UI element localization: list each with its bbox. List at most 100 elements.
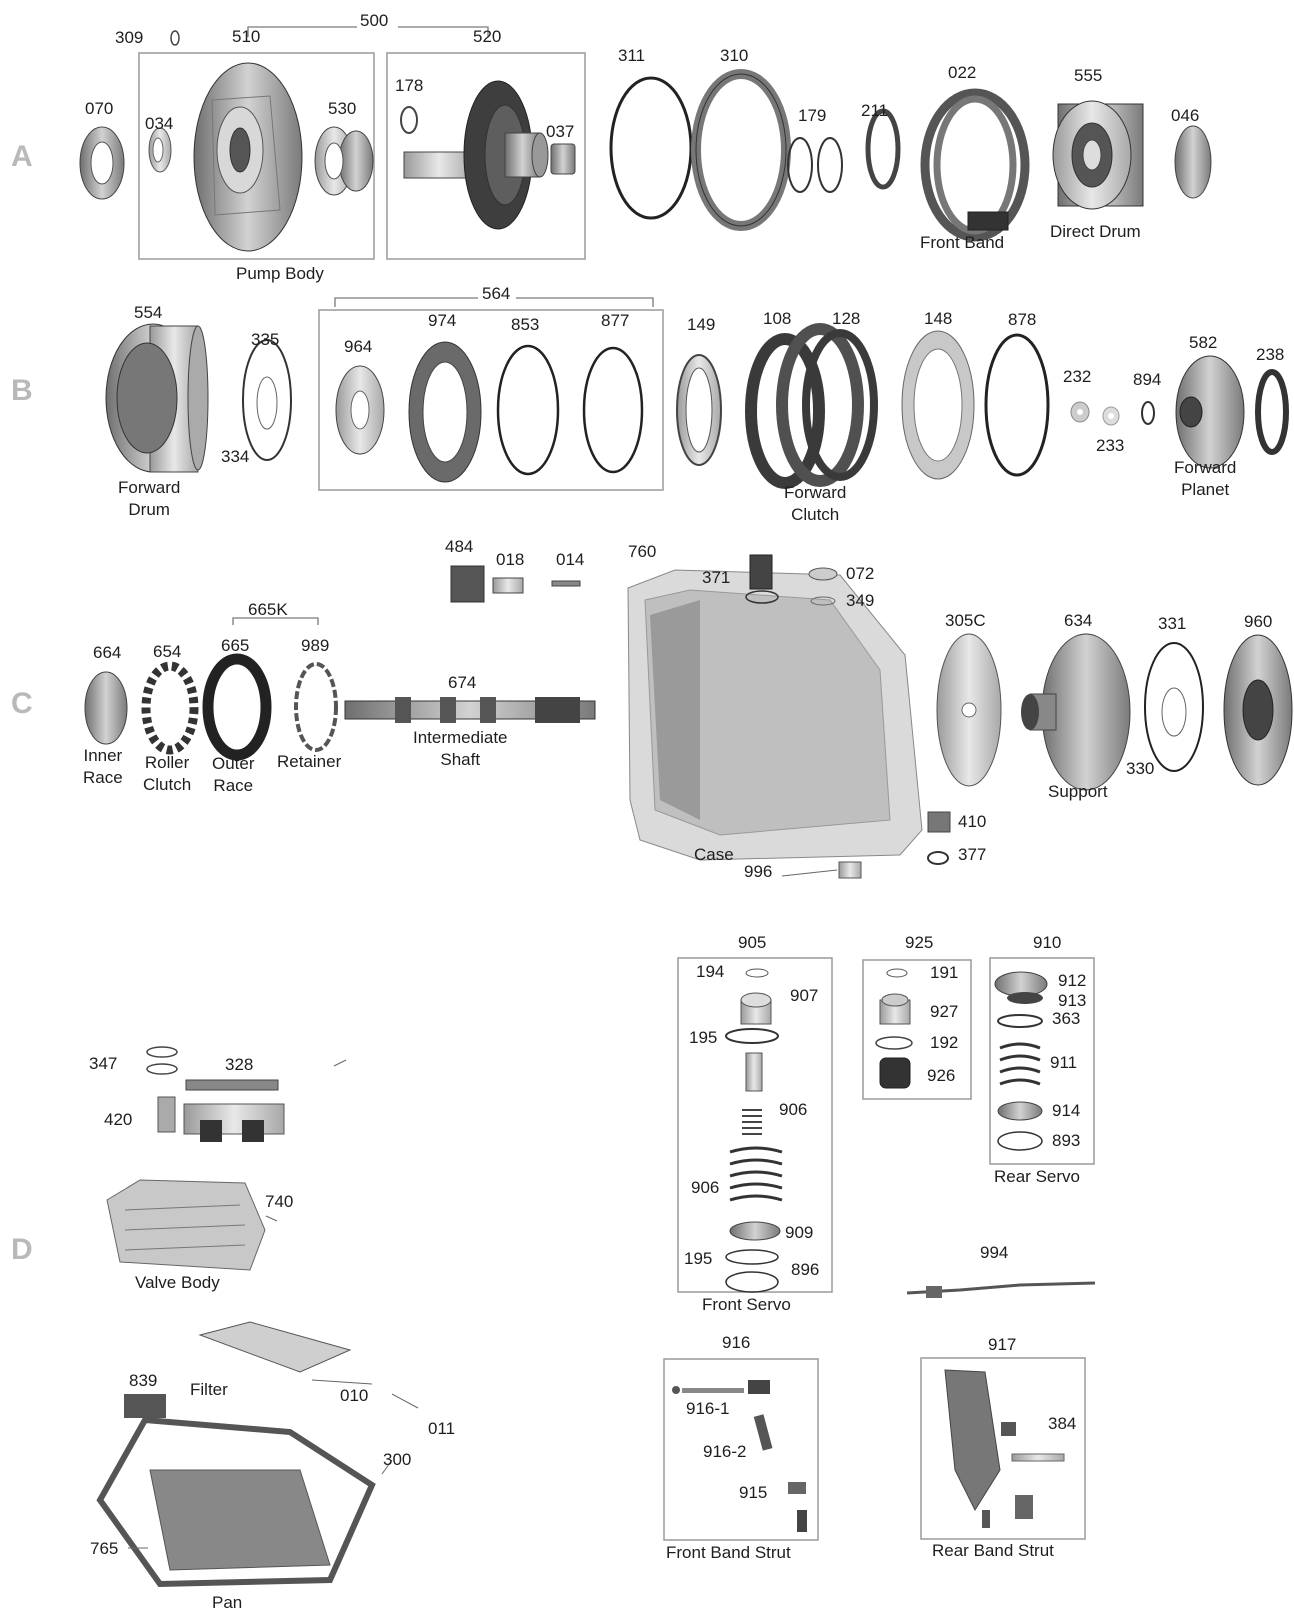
part-label: 420 bbox=[104, 1111, 132, 1129]
part-label: 917 bbox=[988, 1336, 1016, 1354]
part-label: 554 bbox=[134, 304, 162, 322]
part-label: 334 bbox=[221, 448, 249, 466]
part-label: 149 bbox=[687, 316, 715, 334]
part-label: 665K bbox=[248, 601, 288, 619]
caption-valve-body: Valve Body bbox=[135, 1272, 220, 1294]
part-label: 996 bbox=[744, 863, 772, 881]
part-label: 330 bbox=[1126, 760, 1154, 778]
part-label: 384 bbox=[1048, 1415, 1076, 1433]
part-label: 740 bbox=[265, 1193, 293, 1211]
caption-roller-clutch: Roller Clutch bbox=[143, 752, 191, 796]
part-label: 530 bbox=[328, 100, 356, 118]
part-label: 238 bbox=[1256, 346, 1284, 364]
part-label: 371 bbox=[702, 569, 730, 587]
struts-and-linkage bbox=[672, 1283, 1095, 1532]
valve-body-and-pan bbox=[100, 1047, 372, 1584]
part-label: 665 bbox=[221, 637, 249, 655]
row-a-parts bbox=[80, 31, 1211, 251]
caption-rear-band-strut: Rear Band Strut bbox=[932, 1540, 1054, 1562]
part-label: 964 bbox=[344, 338, 372, 356]
caption-intermediate-shaft: Intermediate Shaft bbox=[413, 727, 508, 771]
part-label: 674 bbox=[448, 674, 476, 692]
part-label: 912 bbox=[1058, 972, 1086, 990]
part-label: 037 bbox=[546, 123, 574, 141]
part-label: 328 bbox=[225, 1056, 253, 1074]
part-label: 853 bbox=[511, 316, 539, 334]
caption-pump-body: Pump Body bbox=[236, 263, 324, 285]
caption-forward-drum: Forward Drum bbox=[118, 477, 180, 521]
part-label: 906 bbox=[691, 1179, 719, 1197]
part-label: 916-1 bbox=[686, 1400, 729, 1418]
part-label: 484 bbox=[445, 538, 473, 556]
part-label: 195 bbox=[684, 1250, 712, 1268]
part-label: 195 bbox=[689, 1029, 717, 1047]
part-label: 363 bbox=[1052, 1010, 1080, 1028]
part-label: 634 bbox=[1064, 612, 1092, 630]
part-label: 974 bbox=[428, 312, 456, 330]
row-letter-b: B bbox=[11, 374, 33, 408]
part-label: 894 bbox=[1133, 371, 1161, 389]
part-label: 664 bbox=[93, 644, 121, 662]
part-label: 070 bbox=[85, 100, 113, 118]
part-label: 014 bbox=[556, 551, 584, 569]
part-label: 179 bbox=[798, 107, 826, 125]
caption-front-band-strut: Front Band Strut bbox=[666, 1542, 791, 1564]
part-label: 877 bbox=[601, 312, 629, 330]
caption-support: Support bbox=[1048, 781, 1108, 803]
part-label: 309 bbox=[115, 29, 143, 47]
part-label: 148 bbox=[924, 310, 952, 328]
part-label: 192 bbox=[930, 1034, 958, 1052]
part-label: 914 bbox=[1052, 1102, 1080, 1120]
part-label: 128 bbox=[832, 310, 860, 328]
part-label: 335 bbox=[251, 331, 279, 349]
part-label: 909 bbox=[785, 1224, 813, 1242]
part-label: 377 bbox=[958, 846, 986, 864]
row-b-parts bbox=[106, 324, 1286, 483]
rear-band-strut-box bbox=[921, 1358, 1085, 1539]
row-letter-d: D bbox=[11, 1233, 33, 1267]
part-label: 896 bbox=[791, 1261, 819, 1279]
part-label: 191 bbox=[930, 964, 958, 982]
part-label: 910 bbox=[1033, 934, 1061, 952]
part-label: 331 bbox=[1158, 615, 1186, 633]
part-label: 760 bbox=[628, 543, 656, 561]
part-label: 034 bbox=[145, 115, 173, 133]
part-label: 233 bbox=[1096, 437, 1124, 455]
part-label: 765 bbox=[90, 1540, 118, 1558]
part-label: 347 bbox=[89, 1055, 117, 1073]
part-label: 410 bbox=[958, 813, 986, 831]
caption-rear-servo: Rear Servo bbox=[994, 1166, 1080, 1188]
part-label: 108 bbox=[763, 310, 791, 328]
part-label: 994 bbox=[980, 1244, 1008, 1262]
part-label: 232 bbox=[1063, 368, 1091, 386]
part-label: 654 bbox=[153, 643, 181, 661]
part-label: 194 bbox=[696, 963, 724, 981]
part-label: 906 bbox=[779, 1101, 807, 1119]
part-label: 916-2 bbox=[703, 1443, 746, 1461]
part-label: 564 bbox=[482, 285, 510, 303]
part-label: 018 bbox=[496, 551, 524, 569]
part-label: 878 bbox=[1008, 311, 1036, 329]
caption-forward-clutch: Forward Clutch bbox=[784, 482, 846, 526]
part-label: 839 bbox=[129, 1372, 157, 1390]
part-label: 913 bbox=[1058, 992, 1086, 1010]
part-label: 010 bbox=[340, 1387, 368, 1405]
part-label: 305C bbox=[945, 612, 986, 630]
part-label: 911 bbox=[1050, 1054, 1077, 1072]
part-label: 989 bbox=[301, 637, 329, 655]
part-label: 925 bbox=[905, 934, 933, 952]
part-label: 310 bbox=[720, 47, 748, 65]
part-label: 927 bbox=[930, 1003, 958, 1021]
caption-outer-race: Outer Race bbox=[212, 753, 255, 797]
caption-forward-planet: Forward Planet bbox=[1174, 457, 1236, 501]
part-label: 907 bbox=[790, 987, 818, 1005]
part-label: 178 bbox=[395, 77, 423, 95]
part-label: 510 bbox=[232, 28, 260, 46]
caption-direct-drum: Direct Drum bbox=[1050, 221, 1141, 243]
part-label: 893 bbox=[1052, 1132, 1080, 1150]
part-label: 300 bbox=[383, 1451, 411, 1469]
part-label: 916 bbox=[722, 1334, 750, 1352]
caption-filter: Filter bbox=[190, 1379, 228, 1401]
part-label: 011 bbox=[428, 1420, 455, 1438]
